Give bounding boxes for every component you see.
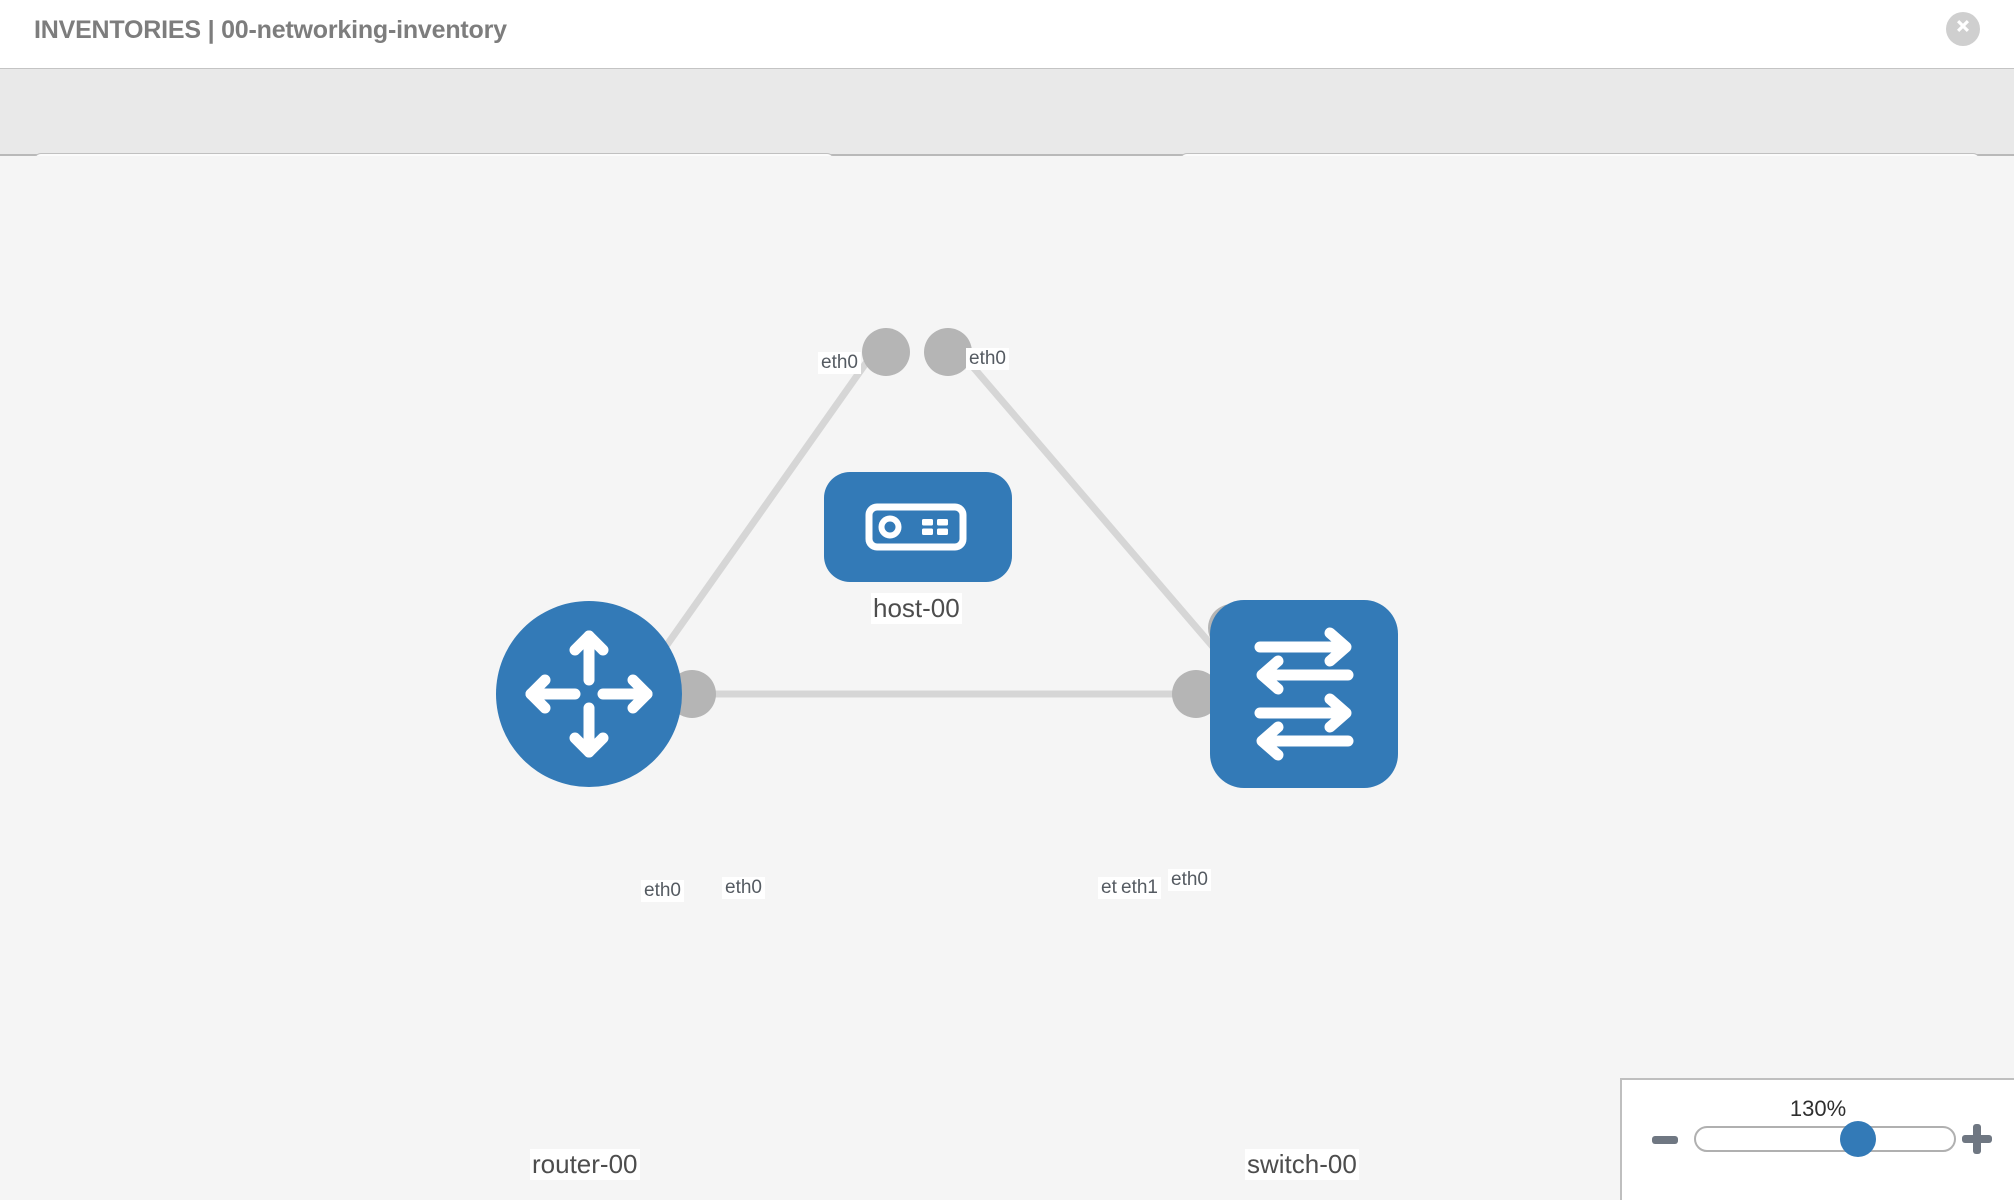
edge-label-eth0: eth0 [641, 880, 684, 902]
zoom-control-panel: 130% [1620, 1078, 2014, 1200]
zoom-percentage-label: 130% [1789, 1096, 1847, 1121]
node-router-00[interactable] [496, 601, 682, 787]
close-icon[interactable] [1946, 12, 1980, 46]
page-title: INVENTORIES | 00-networking-inventory [34, 16, 507, 44]
topology-canvas[interactable]: eth0 eth0 eth0 eth0 eth0 eth0 eth1 host-… [0, 156, 2014, 1200]
plus-icon[interactable] [1962, 1124, 1992, 1154]
zoom-slider-thumb[interactable] [1840, 1121, 1876, 1157]
node-label-router-00: router-00 [530, 1149, 640, 1180]
node-label-switch-00: switch-00 [1245, 1149, 1359, 1180]
node-switch-00[interactable] [1210, 600, 1398, 788]
edge-label-eth0: eth0 [722, 877, 765, 899]
edge-label-eth0: eth0 [966, 348, 1009, 370]
edge-label-eth0: eth0 [818, 352, 861, 374]
edge-label-eth0: eth0 [1168, 869, 1211, 891]
connector-nub [924, 328, 972, 376]
page-header: INVENTORIES | 00-networking-inventory [0, 0, 2014, 68]
connector-nub [862, 328, 910, 376]
zoom-slider[interactable] [1694, 1121, 1956, 1157]
minus-icon[interactable] [1652, 1136, 1678, 1144]
edge-host-switch[interactable] [952, 343, 1241, 679]
node-host-00[interactable] [824, 472, 1012, 582]
topology-graph [496, 328, 1398, 788]
node-label-host-00: host-00 [871, 593, 962, 624]
connector-nub [1172, 670, 1220, 718]
edge-host-router[interactable] [642, 343, 881, 679]
toolbar: ACTIONS SEARCH [0, 68, 2014, 209]
edge-label-eth1: eth1 [1118, 877, 1161, 899]
